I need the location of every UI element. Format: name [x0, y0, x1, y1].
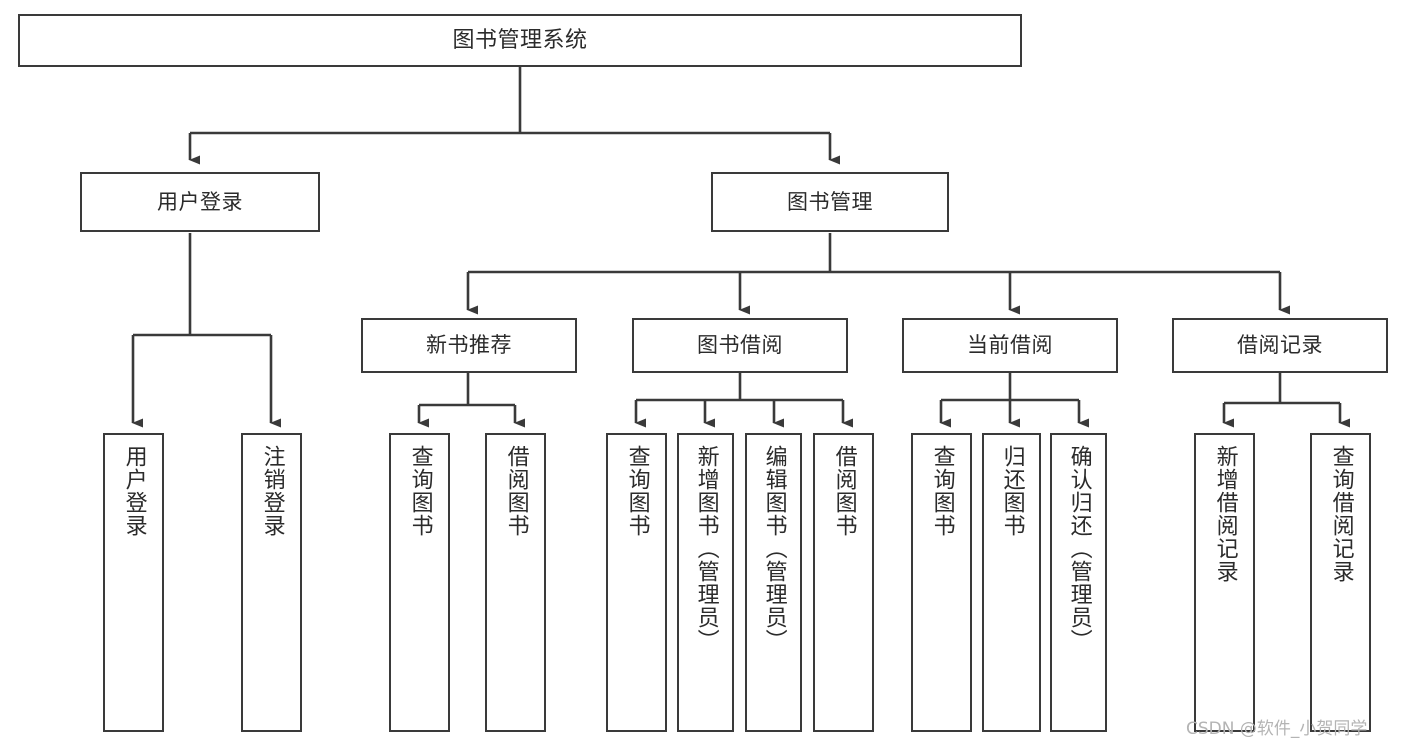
node-label: 查询借阅记录: [1328, 445, 1354, 583]
node-label: 当前借阅: [967, 333, 1053, 358]
leaf-borrow-book-borrowing[interactable]: 借阅图书: [813, 433, 874, 732]
leaf-query-book-newbook[interactable]: 查询图书: [389, 433, 450, 732]
node-label: 借阅记录: [1237, 333, 1323, 358]
node-label: 新增图书（管理员）: [693, 445, 719, 652]
leaf-confirm-return-admin[interactable]: 确认归还（管理员）: [1050, 433, 1107, 732]
leaf-query-book-current[interactable]: 查询图书: [911, 433, 972, 732]
node-current-borrowing[interactable]: 当前借阅: [902, 318, 1118, 373]
leaf-add-book-admin[interactable]: 新增图书（管理员）: [677, 433, 734, 732]
node-label: 借阅图书: [503, 445, 529, 537]
node-label: 用户登录: [121, 445, 147, 537]
leaf-user-login[interactable]: 用户登录: [103, 433, 164, 732]
node-label: 图书管理: [787, 189, 873, 214]
node-label: 归还图书: [999, 445, 1025, 537]
node-new-book-recommendation[interactable]: 新书推荐: [361, 318, 577, 373]
node-book-management[interactable]: 图书管理: [711, 172, 949, 232]
leaf-logout[interactable]: 注销登录: [241, 433, 302, 732]
leaf-edit-book-admin[interactable]: 编辑图书（管理员）: [745, 433, 802, 732]
node-borrowing-record[interactable]: 借阅记录: [1172, 318, 1388, 373]
node-label: 注销登录: [259, 445, 285, 537]
node-label: 图书管理系统: [452, 27, 588, 53]
node-label: 新书推荐: [426, 333, 512, 358]
node-book-borrowing[interactable]: 图书借阅: [632, 318, 848, 373]
leaf-add-borrowing-record[interactable]: 新增借阅记录: [1194, 433, 1255, 732]
leaf-return-book[interactable]: 归还图书: [982, 433, 1041, 732]
node-label: 借阅图书: [831, 445, 857, 537]
node-label: 用户登录: [157, 189, 243, 214]
node-label: 图书借阅: [697, 333, 783, 358]
node-label: 查询图书: [624, 445, 650, 537]
csdn-watermark: CSDN @软件_小贺同学: [1186, 719, 1368, 739]
node-label: 查询图书: [407, 445, 433, 537]
leaf-query-book-borrowing[interactable]: 查询图书: [606, 433, 667, 732]
node-root-book-management-system[interactable]: 图书管理系统: [18, 14, 1022, 67]
node-label: 编辑图书（管理员）: [761, 445, 787, 652]
leaf-borrow-book-newbook[interactable]: 借阅图书: [485, 433, 546, 732]
leaf-query-borrowing-record[interactable]: 查询借阅记录: [1310, 433, 1371, 732]
node-label: 确认归还（管理员）: [1066, 445, 1092, 652]
node-label: 查询图书: [929, 445, 955, 537]
node-user-login[interactable]: 用户登录: [80, 172, 320, 232]
node-label: 新增借阅记录: [1212, 445, 1238, 583]
